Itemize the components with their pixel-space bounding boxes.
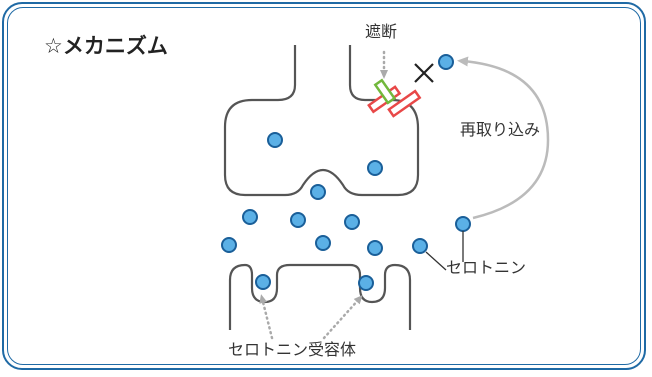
block-mark (414, 63, 434, 83)
serotonin-molecule (290, 212, 306, 228)
diagram-title: ☆メカニズム (44, 34, 168, 58)
serotonin-molecule (367, 240, 383, 256)
serotonin-molecule (267, 132, 283, 148)
serotonin-receptor-label: セロトニン受容体 (228, 340, 357, 359)
serotonin-molecule (412, 238, 428, 254)
serotonin-molecule (310, 184, 326, 200)
receptor-pointer (322, 295, 363, 340)
reuptake-arrow (457, 56, 550, 220)
serotonin-molecule (438, 54, 454, 70)
serotonin-molecule (367, 160, 383, 176)
serotonin-molecule (455, 216, 471, 232)
bound-serotonin-molecule (358, 275, 374, 291)
blocked-label: 遮断 (365, 22, 398, 41)
serotonin-molecule (344, 214, 360, 230)
serotonin-label: セロトニン (446, 258, 527, 277)
serotonin-molecule (315, 235, 331, 251)
outer-frame (2, 2, 646, 370)
presynaptic-neuron (223, 45, 420, 197)
bound-serotonin-molecule (255, 274, 271, 290)
serotonin-molecule (221, 237, 237, 253)
reuptake-transporter (367, 78, 422, 118)
serotonin-molecules (221, 54, 471, 291)
reuptake-label: 再取り込み (460, 120, 541, 139)
serotonin-molecule (242, 209, 258, 225)
inner-frame (7, 7, 641, 365)
receptor-pointer (259, 294, 274, 340)
postsynaptic-neuron (228, 263, 412, 330)
serotonin-leader (425, 251, 447, 271)
